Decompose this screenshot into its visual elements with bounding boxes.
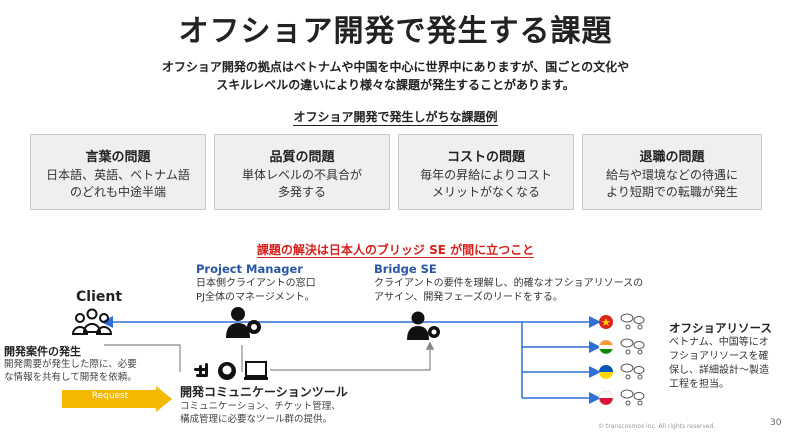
- vietnam-flag: [599, 315, 613, 329]
- github-icon: [218, 362, 236, 380]
- offshore-line: 工程を担当。: [669, 379, 729, 390]
- client-icon: [71, 308, 113, 335]
- slide-title: オフショア開発で発生する課題: [178, 14, 613, 49]
- card-cost: コストの問題 毎年の昇給によりコスト メリットがなくなる: [398, 134, 574, 210]
- card-line: より短期での転職が発生: [606, 185, 738, 199]
- card-title: コストの問題: [446, 150, 525, 165]
- subtitle-line: オフショア開発の拠点はベトナムや中国を中心に世界中にありますが、国ごとの文化や: [161, 60, 630, 74]
- card-line: メリットがなくなる: [431, 185, 540, 199]
- offshore-line: フショアリソースを確: [669, 351, 769, 362]
- bridge-se-icon: [407, 311, 440, 340]
- tools-bridge-connector: [270, 341, 435, 371]
- tools-desc: コミュニケーション、チケット管理、 構成管理に必要なツール群の提供。: [180, 400, 341, 426]
- client-label: Client: [76, 289, 123, 305]
- offshore-desc: ベトナム、中国等にオ フショアリソースを確 保し、詳細設計〜製造 工程を担当。: [669, 336, 791, 392]
- bridge-se-desc: クライアントの要件を理解し、的確なオフショアリソースの アサイン、開発フェーズの…: [374, 277, 643, 305]
- project-manager-line: PJ全体のマネージメント。: [196, 292, 315, 303]
- tools-line: 構成管理に必要なツール群の提供。: [180, 414, 333, 425]
- offshore-team-icon: [620, 313, 645, 330]
- examples-heading: オフショア開発で発生しがちな課題例: [0, 108, 791, 126]
- bridge-se-line: アサイン、開発フェーズのリードをする。: [374, 292, 563, 303]
- project-manager-line: 日本側クライアントの窓口: [196, 278, 316, 289]
- tools-title: 開発コミュニケーションツール: [180, 385, 348, 399]
- subtitle-line: スキルレベルの違いにより様々な課題が発生することがあります。: [216, 78, 575, 92]
- ci-monitor-icon: [244, 361, 268, 380]
- project-manager-desc: 日本側クライアントの窓口 PJ全体のマネージメント。: [196, 277, 316, 305]
- dev-case-desc: 開発需要が発生した際に、必要 な情報を共有して開発を依頼。: [4, 358, 137, 384]
- card-line: 給与や環境などの待遇に: [605, 168, 738, 182]
- ukraine-flag: [599, 365, 613, 379]
- dev-case-line: な情報を共有して開発を依頼。: [4, 372, 137, 383]
- copyright-footer: © transcosmos inc. All rights reserved.: [598, 423, 716, 430]
- offshore-title: オフショアリソース: [669, 321, 772, 335]
- examples-heading-text: オフショア開発で発生しがちな課題例: [293, 110, 498, 126]
- solution-heading-text: 課題の解決は日本人のブリッジ SE が間に立つこと: [256, 243, 535, 258]
- bridge-se-line: クライアントの要件を理解し、的確なオフショアリソースの: [374, 278, 644, 289]
- card-title: 退職の問題: [639, 150, 705, 165]
- dev-case-title: 開発案件の発生: [4, 345, 81, 358]
- card-title: 言葉の問題: [85, 150, 151, 165]
- page-number: 30: [770, 418, 782, 428]
- card-language: 言葉の問題 日本語、英語、ベトナム語 のどれも中途半端: [30, 134, 206, 210]
- slide-subtitle: オフショア開発の拠点はベトナムや中国を中心に世界中にありますが、国ごとの文化や …: [60, 58, 731, 94]
- offshore-team-icon: [620, 338, 645, 355]
- india-flag: [598, 339, 614, 355]
- card-line: 単体レベルの不具合が: [241, 168, 362, 182]
- card-line: のどれも中途半端: [69, 185, 166, 199]
- request-arrow: [62, 386, 172, 412]
- client-tools-connector: [104, 344, 181, 372]
- request-label: Request: [91, 391, 129, 401]
- card-line: 日本語、英語、ベトナム語: [46, 168, 190, 182]
- poland-flag: [598, 390, 614, 406]
- offshore-line: ベトナム、中国等にオ: [669, 337, 769, 348]
- offshore-line: 保し、詳細設計〜製造: [669, 365, 769, 376]
- card-quality: 品質の問題 単体レベルの不具合が 多発する: [214, 134, 390, 210]
- solution-heading: 課題の解決は日本人のブリッジ SE が間に立つこと: [0, 241, 791, 258]
- tools-line: コミュニケーション、チケット管理、: [180, 401, 341, 412]
- project-manager-title: Project Manager: [196, 262, 303, 276]
- card-line: 多発する: [277, 185, 326, 199]
- card-line: 毎年の昇給によりコスト: [420, 168, 552, 182]
- bridge-se-title: Bridge SE: [374, 262, 437, 276]
- dev-case-line: 開発需要が発生した際に、必要: [4, 359, 137, 370]
- slack-icon: [194, 363, 208, 377]
- project-manager-icon: [226, 307, 261, 338]
- card-attrition: 退職の問題 給与や環境などの待遇に より短期での転職が発生: [582, 134, 762, 210]
- card-title: 品質の問題: [269, 150, 335, 165]
- offshore-team-icon: [620, 363, 645, 380]
- offshore-team-icon: [620, 389, 645, 406]
